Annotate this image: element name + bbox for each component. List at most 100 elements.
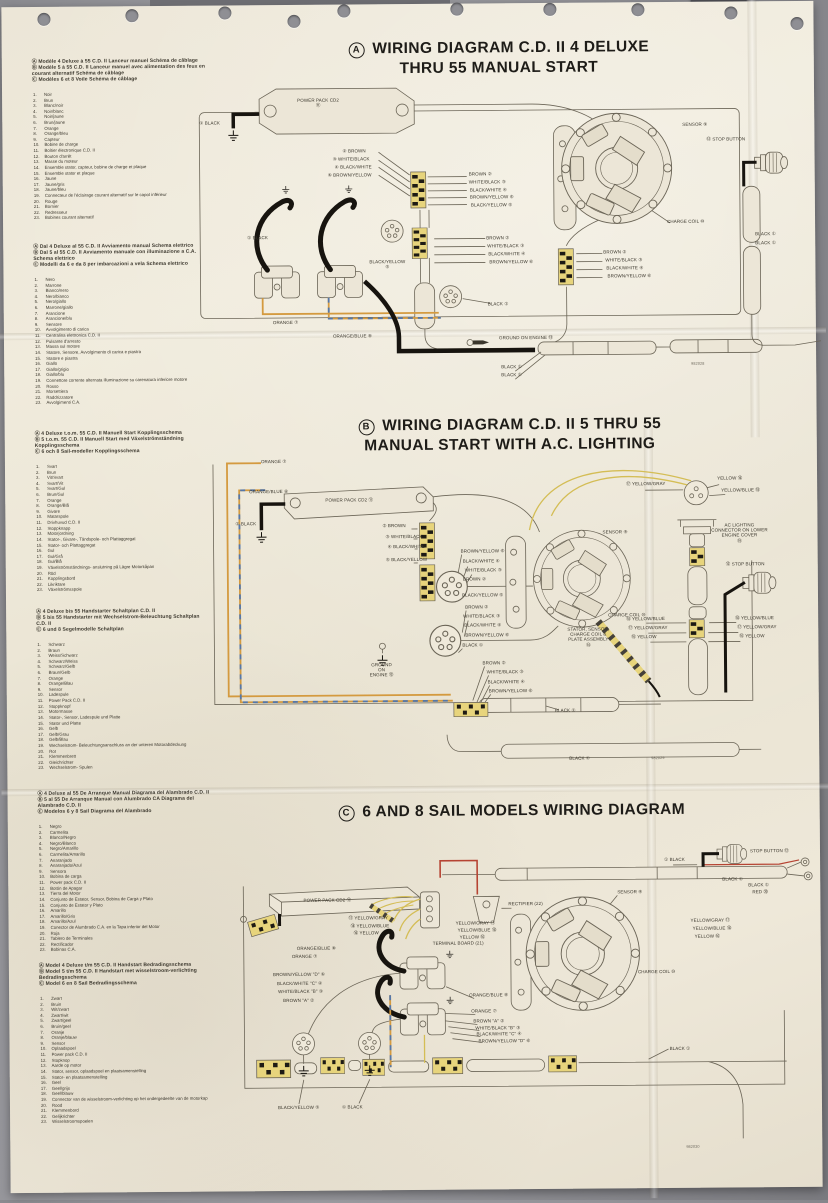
power-pack-label: POWER PACK CD2 ⑪ bbox=[297, 97, 340, 108]
legend-item: Bobines courant alternatif bbox=[44, 214, 94, 221]
punch-hole bbox=[631, 3, 645, 17]
wire-label: BROWN/YELLOW ⑥ bbox=[460, 548, 505, 554]
wire-label: BLACK ① bbox=[487, 301, 509, 307]
stator-assembly-label: STATOR, SENSOR, CHARGE COIL & PLATE ASSE… bbox=[567, 626, 610, 648]
title-c-line1: 6 AND 8 SAIL MODELS WIRING DIAGRAM bbox=[362, 800, 686, 821]
wire-label: ⑱ YELLOW/BLUE bbox=[626, 616, 665, 622]
wire-label: ORANGE ⑦ bbox=[260, 458, 287, 465]
wire-label: WHITE/BLACK ③ bbox=[464, 567, 502, 573]
punch-hole bbox=[543, 2, 557, 16]
wire-label: ⑯ YELLOW bbox=[631, 634, 657, 640]
wire-label: ⑰ YELLOW/GRAY bbox=[348, 915, 388, 921]
wire-label: YELLOW ⑯ bbox=[459, 934, 486, 940]
wire-label: BROWN/YELLOW ⑥ bbox=[607, 273, 652, 279]
wire-label: ORANGE ⑦ bbox=[272, 319, 299, 326]
wire-label: YELLOW/GRAY ⑰ bbox=[455, 920, 495, 926]
wire-label: ⑥ BROWN/YELLOW bbox=[327, 172, 372, 178]
wire-label: RED ⑳ bbox=[752, 889, 769, 895]
part-number: 982029 bbox=[651, 756, 665, 761]
wire-label: BLACK ① bbox=[755, 231, 776, 237]
punch-hole bbox=[790, 16, 804, 31]
legend-spanish: Ⓐ 4 Deluxe al 55 De Arranque Manual Diag… bbox=[38, 790, 213, 953]
wire-label: ① BLACK bbox=[341, 1104, 363, 1110]
wire-label: ⑱ YELLOW/BLUE bbox=[735, 615, 774, 621]
legend-header: Ⓒ Modelli da 6 e da 8 per imbarcazioni a… bbox=[33, 260, 188, 268]
title-b-line1: WIRING DIAGRAM C.D. II 5 THRU 55 bbox=[382, 415, 662, 435]
wire-label: BROWN ② bbox=[482, 660, 506, 666]
wire-label: BLACK/YELLOW ⑤ bbox=[277, 1104, 320, 1111]
legend-item: Bobinas C.A. bbox=[50, 947, 76, 953]
wire-label: ORANGE/BLUE ⑧ bbox=[249, 488, 289, 495]
wire-label: BROWN ② bbox=[462, 576, 487, 582]
wire-label: BROWN "A" ② bbox=[473, 1018, 505, 1024]
wire-label: ⑯ YELLOW bbox=[739, 633, 765, 639]
legend-item: Wechselstrom- Spulen bbox=[49, 764, 93, 771]
wire-label: WHITE/BLACK ③ bbox=[463, 613, 501, 619]
wire-label: BLACK ① bbox=[748, 882, 770, 888]
wire-label: BROWN/YELLOW ⑥ bbox=[465, 632, 510, 638]
legend-german: Ⓐ 4 Deluxe bis 55 Handstarter Schaltplan… bbox=[36, 608, 211, 771]
wire-label: YELLOW ⑯ bbox=[717, 475, 743, 481]
circled-c-badge: C bbox=[338, 805, 355, 822]
wire-label: BLACK ① bbox=[462, 642, 484, 648]
legend-header: Ⓒ 6 und 8 Segelmodelle Schaltplan bbox=[36, 626, 124, 633]
sensor-label: SENSOR ⑨ bbox=[682, 121, 708, 127]
wire-label: ① BLACK bbox=[664, 856, 685, 863]
diagram-a-title: A WIRING DIAGRAM C.D. II 4 DELUXE THRU 55… bbox=[264, 36, 734, 80]
wire-label: WHITE/BLACK "B" ③ bbox=[278, 988, 324, 995]
wire-label: BROWN ② bbox=[465, 604, 489, 610]
wire-label: ORANGE ⑦ bbox=[291, 953, 318, 959]
wire-label: ③ WHITE/BLACK bbox=[332, 156, 370, 162]
wire-label: BLACK/WHITE ④ bbox=[488, 251, 526, 257]
wire-label: ① BLACK bbox=[247, 235, 268, 241]
wiring-diagram-a-art bbox=[198, 87, 822, 380]
legend-header: Ⓒ Modèles 6 et 8 Voile Schéma de câblage bbox=[31, 76, 138, 83]
wire-label: ORANGE/BLUE ⑧ bbox=[469, 992, 509, 998]
punch-hole bbox=[724, 6, 738, 20]
wire-label: BLACK/WHITE "C" ④ bbox=[277, 980, 323, 987]
wire-label: WHITE/BLACK ③ bbox=[486, 669, 524, 675]
wire-label: ① BLACK bbox=[199, 120, 221, 126]
wire-label: BROWN ② bbox=[468, 171, 492, 177]
wire-label: ⑤ BLACK/YELLOW bbox=[385, 556, 428, 563]
wire-label: BLACK ① bbox=[722, 876, 743, 882]
ac-connector-label: AC LIGHTING CONNECTOR ON LOWER ENGINE CO… bbox=[711, 522, 768, 543]
wire-label: BLACK ① bbox=[501, 372, 523, 378]
wire-label: YELLOW ⑯ bbox=[694, 933, 721, 939]
wire-label: WHITE/BLACK ③ bbox=[487, 243, 525, 249]
wire-label: BROWN "A" ② bbox=[283, 997, 315, 1004]
circled-a-badge: A bbox=[348, 42, 365, 59]
title-a-line2: THRU 55 MANUAL START bbox=[399, 58, 599, 78]
wire-label: WHITE/BLACK "B" ③ bbox=[475, 1025, 521, 1031]
wire-label: YELLOW/BLUE ⑱ bbox=[721, 487, 761, 493]
charge-coil-label: CHARGE COIL ⑩ bbox=[667, 218, 705, 224]
wire-label: WHITE/BLACK ③ bbox=[605, 257, 643, 263]
wire-label: BROWN/YELLOW ⑥ bbox=[489, 259, 534, 265]
diagram-c-title: C 6 AND 8 SAIL MODELS WIRING DIAGRAM bbox=[268, 799, 756, 823]
wiring-diagram-c-art bbox=[240, 844, 813, 1139]
wire-label: ⑰ YELLOW/GRAY bbox=[626, 481, 666, 487]
punch-hole bbox=[125, 9, 139, 23]
legend-item: Avvolgimenti C.A. bbox=[46, 400, 81, 406]
punch-hole bbox=[450, 2, 464, 16]
legend-header: Ⓒ Model 6 en 8 Sail Bedradingsschema bbox=[39, 980, 137, 987]
ground-label: GROUND ON ENGINE ⑬ bbox=[498, 334, 554, 341]
power-pack-label: POWER PACK CD2 ⑪ bbox=[303, 897, 352, 903]
wire-label: BLACK/WHITE ④ bbox=[464, 622, 502, 628]
wire-label: ② BROWN bbox=[382, 523, 406, 529]
wire-label: BLACK/YELLOW ⑤ bbox=[470, 202, 513, 208]
sensor-label: SENSOR ⑨ bbox=[602, 529, 628, 535]
legend-item: Wisselstroomspoelen bbox=[52, 1118, 93, 1125]
legend-swedish: Ⓐ 4 Deluxe t.o.m. 55 C.D. II Manuell Sta… bbox=[35, 430, 210, 593]
wire-label: BROWN ② bbox=[486, 235, 510, 241]
wire-label: ② BROWN bbox=[342, 148, 366, 154]
legend-item: Växelströmsspole bbox=[47, 586, 82, 593]
wire-label: ORANGE/BLUE ⑧ bbox=[332, 333, 373, 339]
terminal-board-label: TERMINAL BOARD (21) bbox=[432, 940, 484, 946]
wire-label: BROWN/YELLOW ⑥ bbox=[488, 688, 533, 694]
title-a-line1: WIRING DIAGRAM C.D. II 4 DELUXE bbox=[372, 38, 650, 58]
wire-label: ⑰ YELLOW/GRAY bbox=[737, 624, 777, 630]
part-number: 982028 bbox=[691, 361, 705, 366]
